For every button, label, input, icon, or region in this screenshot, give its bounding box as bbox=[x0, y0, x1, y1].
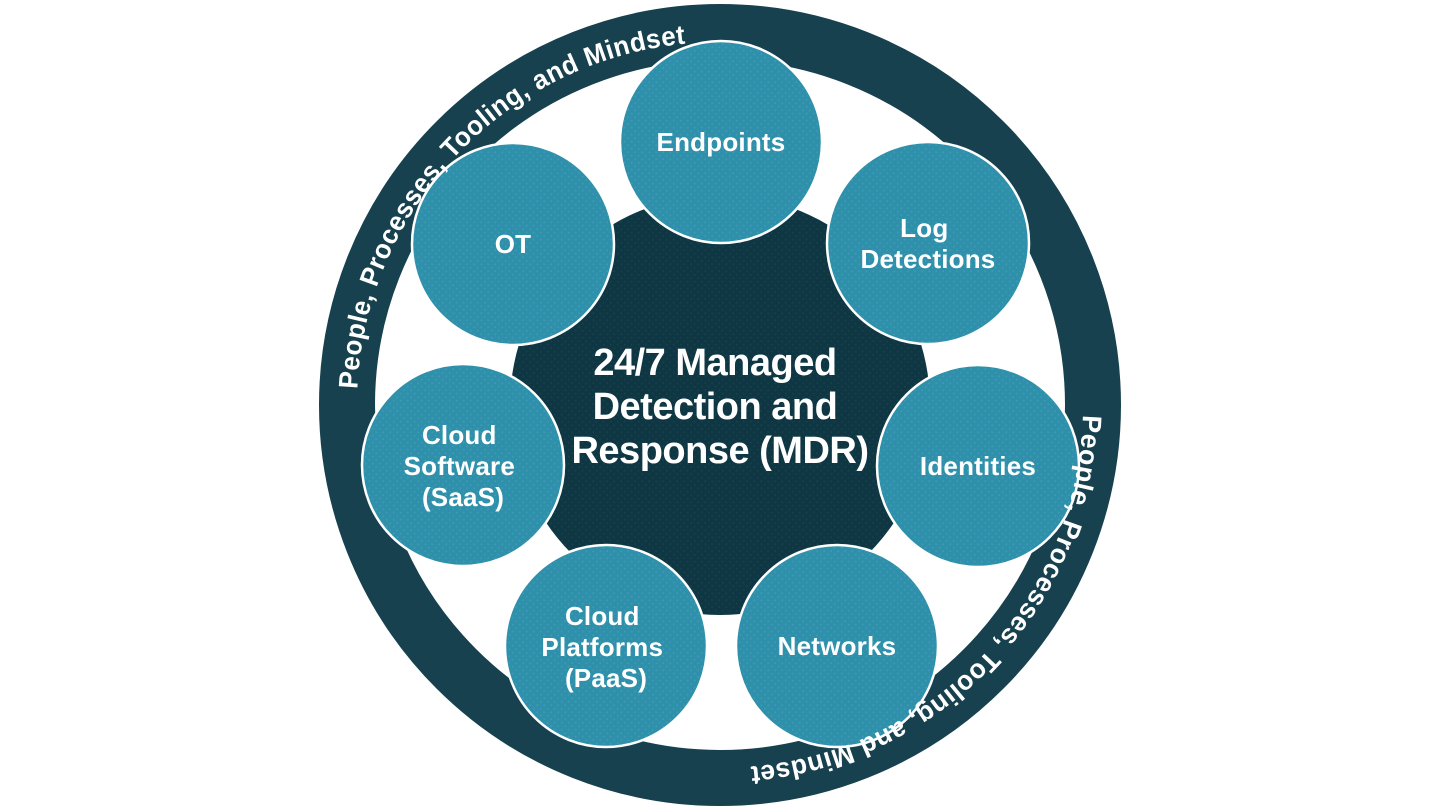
satellite-ot-texture bbox=[414, 145, 612, 343]
center-title-line-3: Response (MDR) bbox=[571, 430, 868, 472]
center-title-line-2: Detection and bbox=[593, 386, 838, 428]
satellite-cloud-platforms-line-3: (PaaS) bbox=[565, 663, 647, 693]
center-title: 24/7 Managed Detection and Response (MDR… bbox=[571, 342, 868, 472]
outer-ring bbox=[319, 4, 1121, 806]
satellite-endpoints-label: Endpoints bbox=[657, 127, 786, 157]
satellite-identities-texture bbox=[879, 367, 1077, 565]
satellite-cloud-software: Cloud Software (SaaS) bbox=[360, 362, 566, 568]
satellite-cloud-platforms-texture bbox=[507, 547, 705, 745]
satellite-cloud-platforms-line-1: Cloud bbox=[565, 601, 640, 631]
satellite-networks-texture bbox=[738, 547, 936, 745]
center-circle-texture bbox=[511, 196, 929, 614]
satellite-cloud-software-line-1: Cloud bbox=[422, 420, 497, 450]
satellite-endpoints: Endpoints bbox=[618, 39, 824, 245]
satellite-ot-label: OT bbox=[495, 229, 532, 259]
satellite-log-detections-line-2: Detections bbox=[861, 244, 996, 274]
satellite-log-detections-texture bbox=[829, 144, 1027, 342]
satellite-ot: OT bbox=[410, 141, 616, 347]
satellite-networks-label: Networks bbox=[778, 631, 897, 661]
satellite-log-detections-line-1: Log bbox=[900, 213, 948, 243]
satellite-endpoints-texture bbox=[622, 43, 820, 241]
satellite-networks: Networks bbox=[734, 543, 940, 749]
satellite-cloud-software-line-3: (SaaS) bbox=[422, 482, 504, 512]
satellite-log-detections: Log Detections bbox=[825, 140, 1031, 346]
satellite-identities: Identities bbox=[875, 363, 1081, 569]
satellite-cloud-software-line-2: Software bbox=[404, 451, 515, 481]
satellite-cloud-software-label: Cloud Software (SaaS) bbox=[404, 420, 523, 512]
satellite-cloud-platforms-label: Cloud Platforms (PaaS) bbox=[541, 601, 670, 693]
satellite-cloud-software-texture bbox=[364, 366, 562, 564]
center-title-line-1: 24/7 Managed bbox=[593, 342, 836, 384]
satellite-cloud-platforms: Cloud Platforms (PaaS) bbox=[503, 543, 709, 749]
satellite-log-detections-label: Log Detections bbox=[861, 213, 996, 274]
satellite-cloud-platforms-line-2: Platforms bbox=[541, 632, 663, 662]
satellite-identities-label: Identities bbox=[920, 451, 1036, 481]
